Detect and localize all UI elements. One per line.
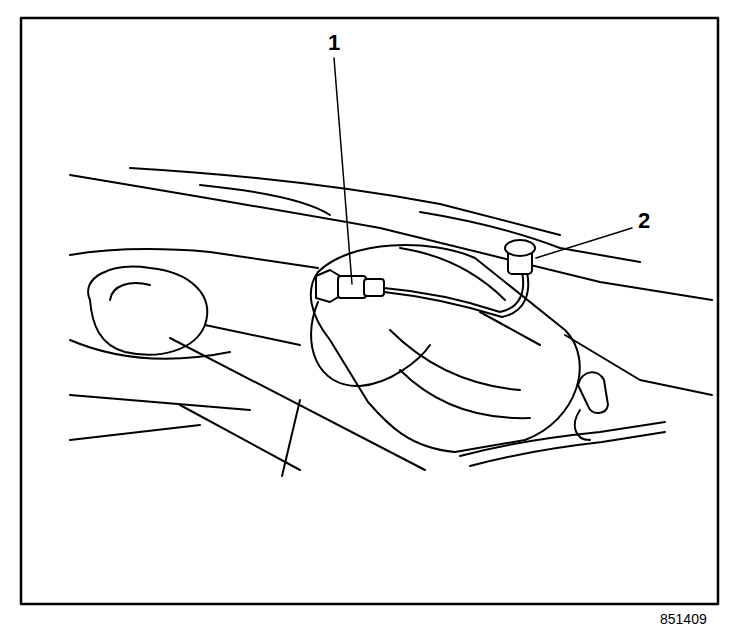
heat-shield-line [480,312,540,345]
sensor-nut [316,270,340,302]
connector-cap [505,240,535,256]
frame-line [70,425,200,440]
frame-line [70,395,250,410]
pipe-end [88,267,207,355]
frame-line [170,338,425,470]
frame-border [21,18,718,604]
exhaust-pipe [565,335,712,395]
sensor-wire [384,272,528,317]
floor-line [70,175,712,300]
figure-id: 851409 [660,612,707,626]
floor-line [200,185,330,215]
leader-line [334,58,352,284]
frame-line [282,400,300,476]
pipe-end [110,283,150,300]
sensor-wire [384,272,523,312]
heat-shield-line [390,330,520,390]
callout-number: 1 [328,32,340,54]
brake-line [460,422,665,456]
sensor-boot [364,279,384,296]
exhaust-pipe [70,249,318,268]
floor-line [420,212,640,262]
frame-line [180,405,300,470]
rubber-hanger [578,372,608,413]
brake-line [470,432,665,466]
exhaust-pipe [205,325,300,345]
wire-loop [311,302,430,386]
leader-line [536,228,632,258]
heat-shield-line [400,370,530,418]
callout-number: 2 [638,210,650,232]
